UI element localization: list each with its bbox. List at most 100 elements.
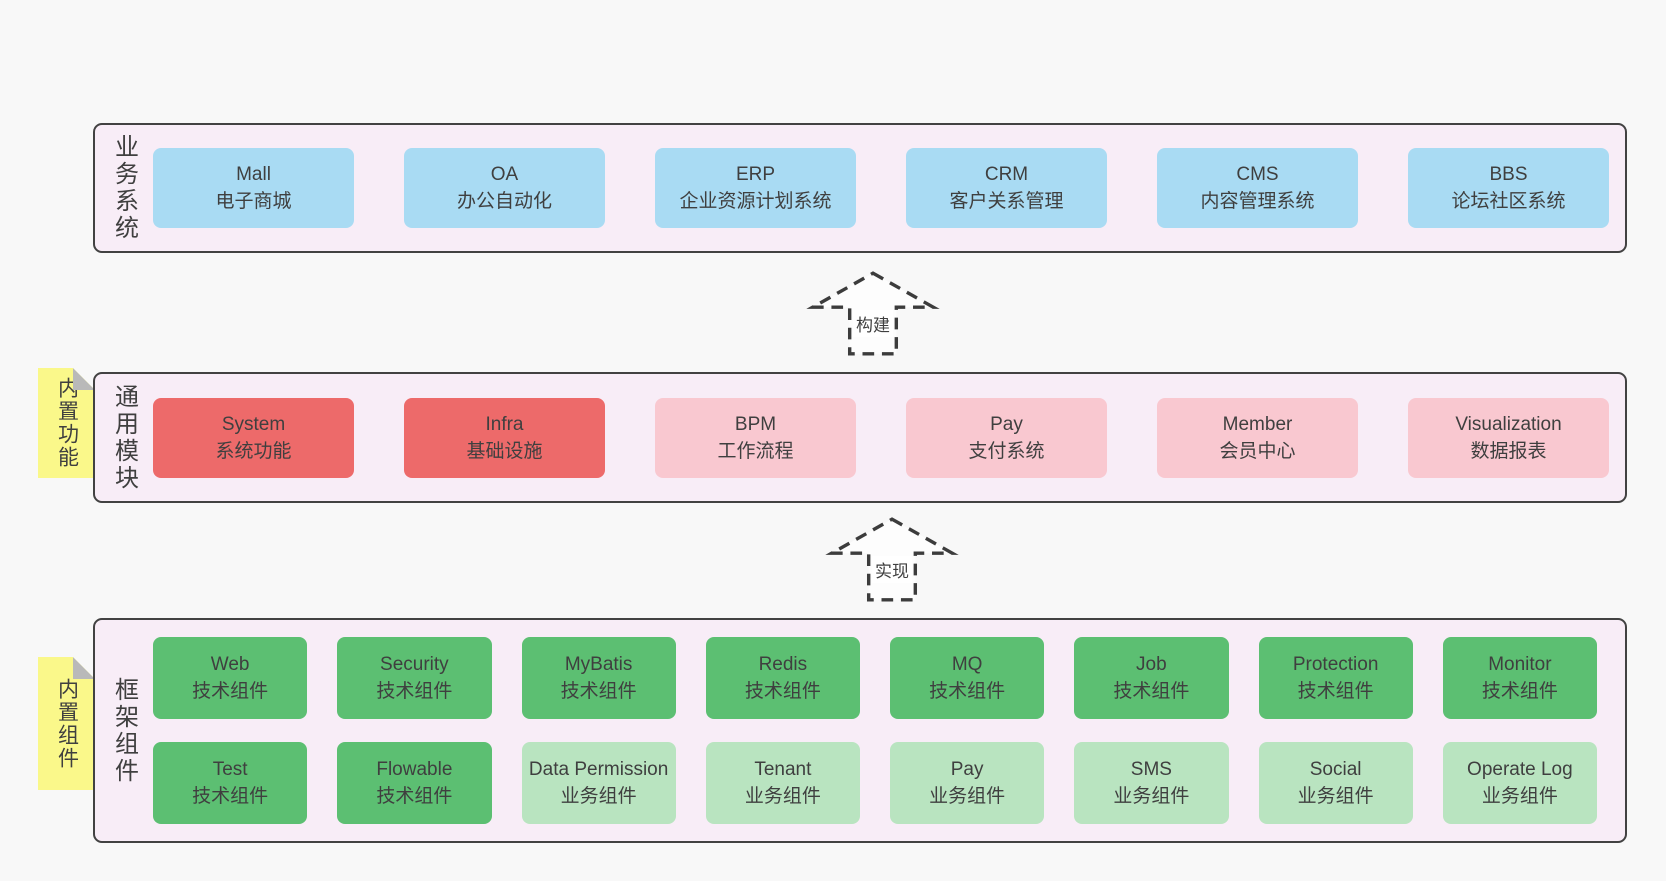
box-flowable-title: Flowable: [376, 759, 453, 780]
box-job: Job 技术组件: [1074, 637, 1229, 719]
box-pay-component-title: Pay: [950, 759, 984, 780]
box-pay-subtitle: 支付系统: [968, 440, 1045, 462]
box-tenant-title: Tenant: [754, 759, 812, 780]
note-built-in-features-label: 内置功能: [55, 377, 79, 469]
box-cms: CMS 内容管理系统: [1157, 148, 1358, 228]
box-pay: Pay 支付系统: [906, 397, 1107, 478]
box-mq-title: MQ: [951, 654, 983, 675]
layer-business-systems-content: Mall 电子商城 OA 办公自动化 ERP 企业资源计划系统 CRM 客户关系…: [153, 125, 1625, 251]
note-built-in-components-label: 内置组件: [55, 677, 79, 770]
box-crm: CRM 客户关系管理: [906, 148, 1107, 228]
box-job-subtitle: 技术组件: [1113, 681, 1190, 702]
box-sms: SMS 业务组件: [1074, 742, 1229, 824]
box-oa-title: OA: [490, 164, 519, 185]
box-protection-subtitle: 技术组件: [1297, 681, 1374, 702]
box-visualization-subtitle: 数据报表: [1470, 440, 1547, 462]
layer-framework-components: 框架组件 Web 技术组件 Security 技术组件 MyBatis 技术组件…: [93, 618, 1627, 843]
box-security-subtitle: 技术组件: [376, 681, 453, 702]
box-test-title: Test: [212, 759, 248, 780]
implement-arrow: 实现: [824, 514, 960, 604]
layer-common-modules-content: System 系统功能 Infra 基础设施 BPM 工作流程 Pay 支付系统…: [153, 374, 1625, 501]
box-mq: MQ 技术组件: [890, 637, 1045, 719]
box-tenant-subtitle: 业务组件: [744, 786, 821, 807]
box-operate-log-title: Operate Log: [1467, 759, 1573, 780]
box-web-subtitle: 技术组件: [192, 681, 269, 702]
box-job-title: Job: [1136, 654, 1167, 675]
box-infra-subtitle: 基础设施: [466, 440, 543, 462]
box-mq-subtitle: 技术组件: [929, 681, 1006, 702]
components-row-1: Web 技术组件 Security 技术组件 MyBatis 技术组件 Redi…: [153, 637, 1597, 719]
box-member-subtitle: 会员中心: [1219, 440, 1296, 462]
box-oa-subtitle: 办公自动化: [456, 191, 552, 212]
box-social: Social 业务组件: [1258, 742, 1413, 824]
box-redis: Redis 技术组件: [705, 637, 860, 719]
box-mall-subtitle: 电子商城: [215, 191, 292, 212]
box-cms-title: CMS: [1236, 164, 1279, 185]
implement-arrow-label: 实现: [872, 556, 912, 583]
box-erp: ERP 企业资源计划系统: [655, 148, 856, 228]
box-flowable: Flowable 技术组件: [337, 742, 492, 824]
box-security-title: Security: [380, 654, 449, 675]
components-row-2: Test 技术组件 Flowable 技术组件 Data Permission …: [153, 742, 1597, 824]
box-tenant: Tenant 业务组件: [705, 742, 860, 824]
layer-framework-components-content: Web 技术组件 Security 技术组件 MyBatis 技术组件 Redi…: [153, 620, 1625, 841]
box-erp-subtitle: 企业资源计划系统: [679, 191, 832, 212]
box-sms-subtitle: 业务组件: [1113, 786, 1190, 807]
box-security: Security 技术组件: [337, 637, 492, 719]
box-system-subtitle: 系统功能: [215, 440, 292, 462]
box-bbs: BBS 论坛社区系统: [1408, 148, 1609, 228]
layer-common-modules-label: 通用模块: [110, 383, 138, 492]
note-built-in-components: 内置组件: [38, 657, 95, 790]
box-web-title: Web: [210, 654, 250, 675]
box-visualization: Visualization 数据报表: [1408, 397, 1609, 478]
box-protection: Protection 技术组件: [1258, 637, 1413, 719]
box-pay-component: Pay 业务组件: [890, 742, 1045, 824]
box-data-permission-title: Data Permission: [528, 759, 669, 780]
box-protection-title: Protection: [1292, 654, 1379, 675]
box-bpm: BPM 工作流程: [655, 397, 856, 478]
layer-business-systems: 业务系统 Mall 电子商城 OA 办公自动化 ERP 企业资源计划系统 CRM…: [93, 123, 1627, 253]
box-mybatis-title: MyBatis: [564, 654, 633, 675]
box-social-subtitle: 业务组件: [1297, 786, 1374, 807]
box-web: Web 技术组件: [153, 637, 308, 719]
box-bpm-title: BPM: [734, 413, 777, 435]
box-test: Test 技术组件: [153, 742, 308, 824]
box-infra: Infra 基础设施: [404, 397, 605, 478]
box-monitor-subtitle: 技术组件: [1481, 681, 1558, 702]
box-sms-title: SMS: [1130, 759, 1172, 780]
box-pay-title: Pay: [990, 413, 1023, 435]
box-system-title: System: [221, 413, 286, 435]
box-pay-component-subtitle: 业务组件: [929, 786, 1006, 807]
layer-common-modules: 通用模块 System 系统功能 Infra 基础设施 BPM 工作流程 Pay…: [93, 372, 1627, 503]
box-operate-log: Operate Log 业务组件: [1442, 742, 1597, 824]
box-mybatis-subtitle: 技术组件: [560, 681, 637, 702]
box-flowable-subtitle: 技术组件: [376, 786, 453, 807]
box-data-permission-subtitle: 业务组件: [560, 786, 637, 807]
box-oa: OA 办公自动化: [404, 148, 605, 228]
box-crm-title: CRM: [984, 164, 1029, 185]
box-member: Member 会员中心: [1157, 397, 1358, 478]
box-test-subtitle: 技术组件: [192, 786, 269, 807]
build-arrow-label: 构建: [853, 310, 893, 337]
box-operate-log-subtitle: 业务组件: [1481, 786, 1558, 807]
box-bbs-title: BBS: [1489, 164, 1528, 185]
box-mall: Mall 电子商城: [153, 148, 354, 228]
box-bbs-subtitle: 论坛社区系统: [1451, 191, 1566, 212]
box-visualization-title: Visualization: [1455, 413, 1562, 435]
box-member-title: Member: [1222, 413, 1293, 435]
box-system: System 系统功能: [153, 397, 354, 478]
box-data-permission: Data Permission 业务组件: [521, 742, 676, 824]
box-redis-title: Redis: [758, 654, 808, 675]
box-redis-subtitle: 技术组件: [744, 681, 821, 702]
build-arrow: 构建: [805, 268, 941, 358]
box-social-title: Social: [1309, 759, 1362, 780]
box-mybatis: MyBatis 技术组件: [521, 637, 676, 719]
note-built-in-features: 内置功能: [38, 368, 95, 478]
box-cms-subtitle: 内容管理系统: [1200, 191, 1315, 212]
box-erp-title: ERP: [735, 164, 776, 185]
layer-business-systems-label: 业务系统: [110, 134, 138, 242]
box-mall-title: Mall: [236, 164, 271, 185]
box-infra-title: Infra: [485, 413, 524, 435]
box-monitor: Monitor 技术组件: [1442, 637, 1597, 719]
